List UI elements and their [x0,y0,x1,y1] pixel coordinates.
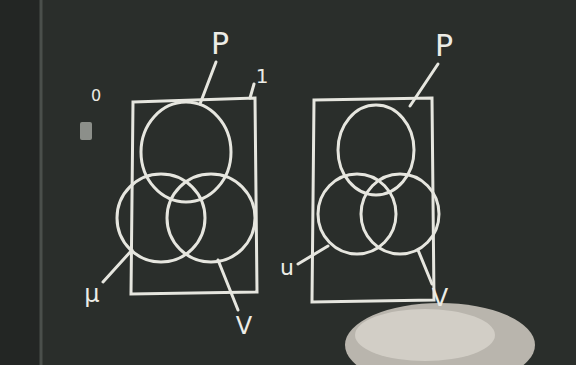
set-label: u [280,257,294,279]
universe-box [131,98,257,294]
set-circle [141,102,231,202]
set-label: μ [84,282,99,306]
board-frame [40,0,43,365]
venn-diagrams [103,62,439,310]
set-circle [167,174,255,262]
lecturer-head [345,303,535,365]
eraser [80,122,92,140]
set-circle [117,174,205,262]
leader-line [218,260,238,310]
set-circle [361,174,439,254]
leader-line [250,84,254,98]
set-label: 1 [256,66,269,86]
leader-line [103,250,132,282]
universe-box [312,98,434,302]
set-label: P [211,29,229,59]
set-circle [318,174,396,254]
set-label: V [236,314,252,338]
leader-line [418,250,432,284]
board-edge [0,0,40,365]
set-label: V [432,286,448,310]
leader-line [410,64,438,106]
leader-line [298,246,328,264]
set-label: P [435,31,453,61]
lecturer-hair [355,309,495,361]
set-label: 0 [91,88,101,104]
leader-line [200,62,216,104]
